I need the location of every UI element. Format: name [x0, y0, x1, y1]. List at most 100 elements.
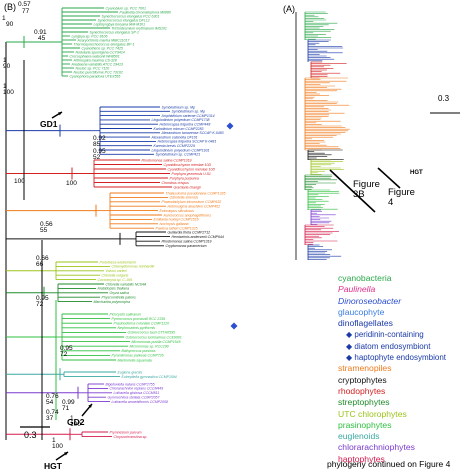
gd1-label: GD1: [40, 119, 58, 129]
legend-item: ◆ diatom endosymbiont: [346, 341, 431, 351]
support-value: 0.66: [36, 255, 49, 262]
support-value: 1: [3, 57, 7, 64]
taxon-label: Lingulodinium polyedrum CCMP1738: [152, 118, 210, 122]
inset-pointer-figure3b: [329, 169, 376, 213]
taxon-label: Pavlova lutheri CCMP1325: [156, 227, 198, 231]
support-value: 100: [3, 89, 14, 96]
taxon-label: Rhodomonas salina CCMP1319: [142, 158, 192, 162]
taxon-label: Ectocarpus siliculosus: [160, 209, 195, 213]
taxon-label: Lyngbya sp. PCC 8106: [72, 34, 108, 38]
taxon-label: Bigelowiella natans CCMP2755: [106, 382, 155, 386]
taxon-label: Cyanobium sp. PCC 7001: [106, 6, 147, 10]
taxon-label: Symbiodinium sp. Mp: [172, 110, 206, 114]
taxon-label: Pycnococcus provasolii RCC 2336: [112, 317, 166, 321]
taxon-label: Trichodesmium erythraeum IMS101: [112, 26, 167, 30]
continued-note: phylogeny continued on Figure 4: [327, 459, 451, 469]
hgt-arrow-head: [64, 452, 68, 456]
legend-item: UTC chlorophytes: [338, 408, 407, 419]
support-value: 1: [2, 15, 6, 22]
taxon-label: Nodularia spumigena CCY9414: [76, 50, 125, 54]
inset-pointer-figure4: [377, 167, 401, 189]
taxon-label: Rhodomonas salina CCMP1319: [162, 240, 212, 244]
support-value: 77: [22, 8, 30, 15]
taxon-label: Volvox carteri: [106, 269, 127, 273]
support-value: 100: [70, 421, 81, 428]
gd2-label: GD2: [67, 417, 85, 427]
taxon-label: Guillardia theta CCMP2712: [168, 230, 211, 234]
support-value: 0.56: [40, 221, 53, 228]
taxon-label: Cyanothece sp. PCC 7425: [82, 46, 123, 50]
taxon-label: Physcomitrella patens: [102, 296, 136, 300]
taxon-label: Karenia brevis CCMP2229: [154, 144, 195, 148]
taxon-label: Gymnochlora stellata CCMP2057: [108, 396, 161, 400]
support-value: 45: [38, 35, 46, 42]
taxon-label: Micromonas pusilla CCMP1545: [132, 340, 181, 344]
figure3b-label: Figure 3B: [353, 179, 380, 200]
support-value: 0.76: [46, 393, 59, 400]
taxon-label: Ostreococcus lucimarinus CCE9901: [126, 335, 182, 339]
support-value: 1: [70, 415, 74, 422]
taxon-label: Chlamydomonas reinhardtii: [112, 265, 155, 269]
taxon-label: Acaryochloris marina MBIC11017: [77, 38, 131, 42]
taxon-label: Prasinoderma coloniale CCMP1220: [114, 322, 170, 326]
legend-item: haptophytes: [338, 453, 385, 464]
inset-hgt-label: HGT: [410, 170, 423, 176]
taxon-label: Pyramimonas parkeae CCMP726: [112, 354, 164, 358]
support-value: 100: [14, 178, 25, 185]
legend-item: ◆ peridinin-containing: [346, 330, 424, 340]
support-value: 52: [93, 154, 101, 161]
support-value: 0.95: [93, 148, 106, 155]
legend-item: Paulinella: [338, 284, 376, 295]
support-value: 100: [66, 180, 77, 187]
main-scale-label: 0.3: [24, 430, 37, 440]
taxon-label: Ostreococcus tauri OTTH0595: [128, 331, 176, 335]
taxon-label: Eutreptiella gymnastica CCMP1594: [122, 375, 177, 379]
taxon-label: Symbiodinium sp. CCMP421: [156, 153, 201, 157]
taxon-label: Nostoc sp. PCC 7120: [76, 66, 110, 70]
support-value: 0.95: [60, 345, 73, 352]
support-value: 37: [46, 415, 54, 422]
taxon-label: Coccomyxa sp. C-169: [98, 278, 132, 282]
taxon-label: Oryza sativa: [110, 291, 130, 295]
taxon-label: Alexandrium catenella OF101: [151, 135, 198, 139]
taxon-label: Synechococcus elongatus SP-1: [90, 30, 139, 34]
taxon-label: Prymnesium parvum: [110, 430, 142, 434]
support-value: 0.92: [93, 135, 106, 142]
legend-item: cyanobacteria: [338, 273, 392, 283]
support-value: 0.74: [46, 409, 59, 416]
taxon-label: Isochrysis galbana: [160, 222, 189, 226]
support-value: 1: [52, 437, 56, 444]
taxon-label: Chlorella vulgaris: [102, 274, 129, 278]
taxon-label: Thalassiosira pseudonana CCMP1335: [166, 191, 226, 195]
taxon-label: Aureococcus anophagefferens: [163, 213, 212, 217]
taxon-label: Chlorella variabilis NC64A: [106, 282, 147, 286]
taxon-label: Mantoniella squamata: [118, 358, 152, 362]
support-value: 0.91: [34, 29, 47, 36]
legend-item: ◆ haptophyte endosymbiont: [346, 353, 446, 363]
taxon-label: Micromonas sp. RCC299: [130, 345, 169, 349]
panel-a-label: (A): [283, 4, 295, 14]
taxon-label: Picocystis salinarum: [110, 312, 142, 316]
taxon-label: Bathycoccus prasinos: [122, 349, 156, 353]
support-value: 90: [3, 63, 11, 70]
hgt-label: HGT: [44, 461, 62, 471]
legend-item: dinoflagellates: [338, 318, 393, 329]
taxon-label: Amphidinium carterae CCMP1314: [161, 114, 215, 118]
support-value: 100: [52, 443, 63, 450]
taxon-label: Chrysochromulina sp.: [114, 435, 148, 439]
taxon-label: Phaeodactylum tricornutum CCMP632: [162, 200, 222, 204]
taxon-label: Cyanidioschyzon merolae 10D: [168, 167, 216, 171]
support-value: 71: [62, 405, 70, 412]
taxon-label: Arthrospira maxima CS-328: [73, 58, 117, 62]
taxon-label: Porphyra yezoensis U-51: [172, 172, 211, 176]
support-value: 66: [36, 261, 44, 268]
taxon-label: Prototheca wickerhamii: [100, 260, 136, 264]
taxon-label: Lotharella globosa CCCM811: [114, 391, 160, 395]
inset-scale-label: 0.3: [438, 94, 450, 103]
taxon-label: Cyanidioschyzon merolae 10D: [164, 163, 212, 167]
taxon-label: Crocosphaera watsonii WH8501: [70, 54, 120, 58]
legend-item: euglenoids: [338, 431, 380, 442]
diatom-endosymbiont-marker: [226, 122, 234, 130]
taxon-label: Synechococcus elongatus PCC 6301: [102, 14, 160, 18]
legend-item: cryptophytes: [338, 374, 387, 385]
